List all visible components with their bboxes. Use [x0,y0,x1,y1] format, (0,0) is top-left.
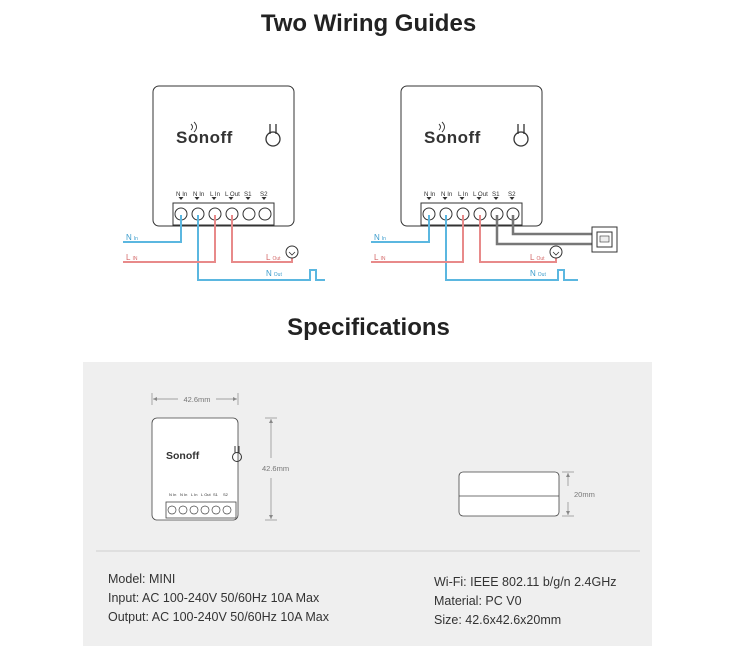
device-body-1 [152,85,295,227]
spec-wifi: Wi-Fi: IEEE 802.11 b/g/n 2.4GHz [434,575,617,589]
spec-size: Size: 42.6x42.6x20mm [434,613,562,627]
wifi-icon [190,121,197,133]
wire-l-in-2 [371,215,464,263]
terminal-label: S1 [492,191,500,198]
pairing-button-icon [513,124,529,147]
side-view-outline [458,471,560,517]
dimension-depth-label: 20mm [574,490,595,499]
wire-n-in-2 [371,215,430,243]
wall-switch-icon [591,226,618,253]
wire-n-out-1 [197,215,325,281]
brand-logo-2: Sonoff [424,128,481,147]
pairing-button-icon [265,124,281,147]
light-bulb-icon [549,245,563,259]
terminal-label: N In [441,191,453,198]
terminal-label: N In [180,492,187,497]
device-body-2 [400,85,543,227]
terminal-label: L Out [201,492,212,497]
spec-output: Output: AC 100-240V 50/60Hz 10A Max [108,610,329,624]
wire-l-out-1 [231,215,293,263]
wire-n-in-1 [123,215,182,243]
wiring-diagrams: Sonoff N In N In L In L Out S1 S2 [123,85,618,281]
wiring-diagram-2: Sonoff N In N In L In L Out S1 S2 [371,85,618,281]
terminal-label: L Out [225,191,240,198]
terminal-label: S1 [244,191,252,198]
wire-l-in-1 [123,215,216,263]
wifi-icon [438,121,445,133]
front-view-outline [151,417,239,521]
light-bulb-icon [285,245,299,259]
terminal-label: S2 [223,492,229,497]
terminal-label: N In [424,191,436,198]
wire-s1 [495,215,592,246]
terminal-label: N In [193,191,205,198]
specifications-title: Specifications [287,314,450,341]
brand-logo-1: Sonoff [176,128,233,147]
terminal-label: N In [176,191,188,198]
wiring-diagram-1: Sonoff N In N In L In L Out S1 S2 [123,85,325,281]
terminal-label: L In [458,191,469,198]
wire-l-out-2 [479,215,557,263]
terminal-label: N In [169,492,176,497]
dimension-height-label: 42.6mm [262,464,289,473]
terminal-label: L In [191,492,198,497]
dimension-width-label: 42.6mm [183,395,210,404]
wiring-guides-title: Two Wiring Guides [260,10,477,37]
terminal-label: L Out [473,191,488,198]
pairing-button-icon [232,446,242,462]
spec-model: Model: MINI [108,572,176,586]
wire-n-out-2 [445,215,578,281]
front-view-brand: Sonoff [166,450,200,462]
spec-input: Input: AC 100-240V 50/60Hz 10A Max [108,591,320,605]
terminal-label: S1 [213,492,219,497]
spec-material: Material: PC V0 [434,594,522,608]
wire-s2 [511,215,592,236]
terminal-label: S2 [508,191,516,198]
terminal-label: S2 [260,191,268,198]
terminal-label: L In [210,191,221,198]
